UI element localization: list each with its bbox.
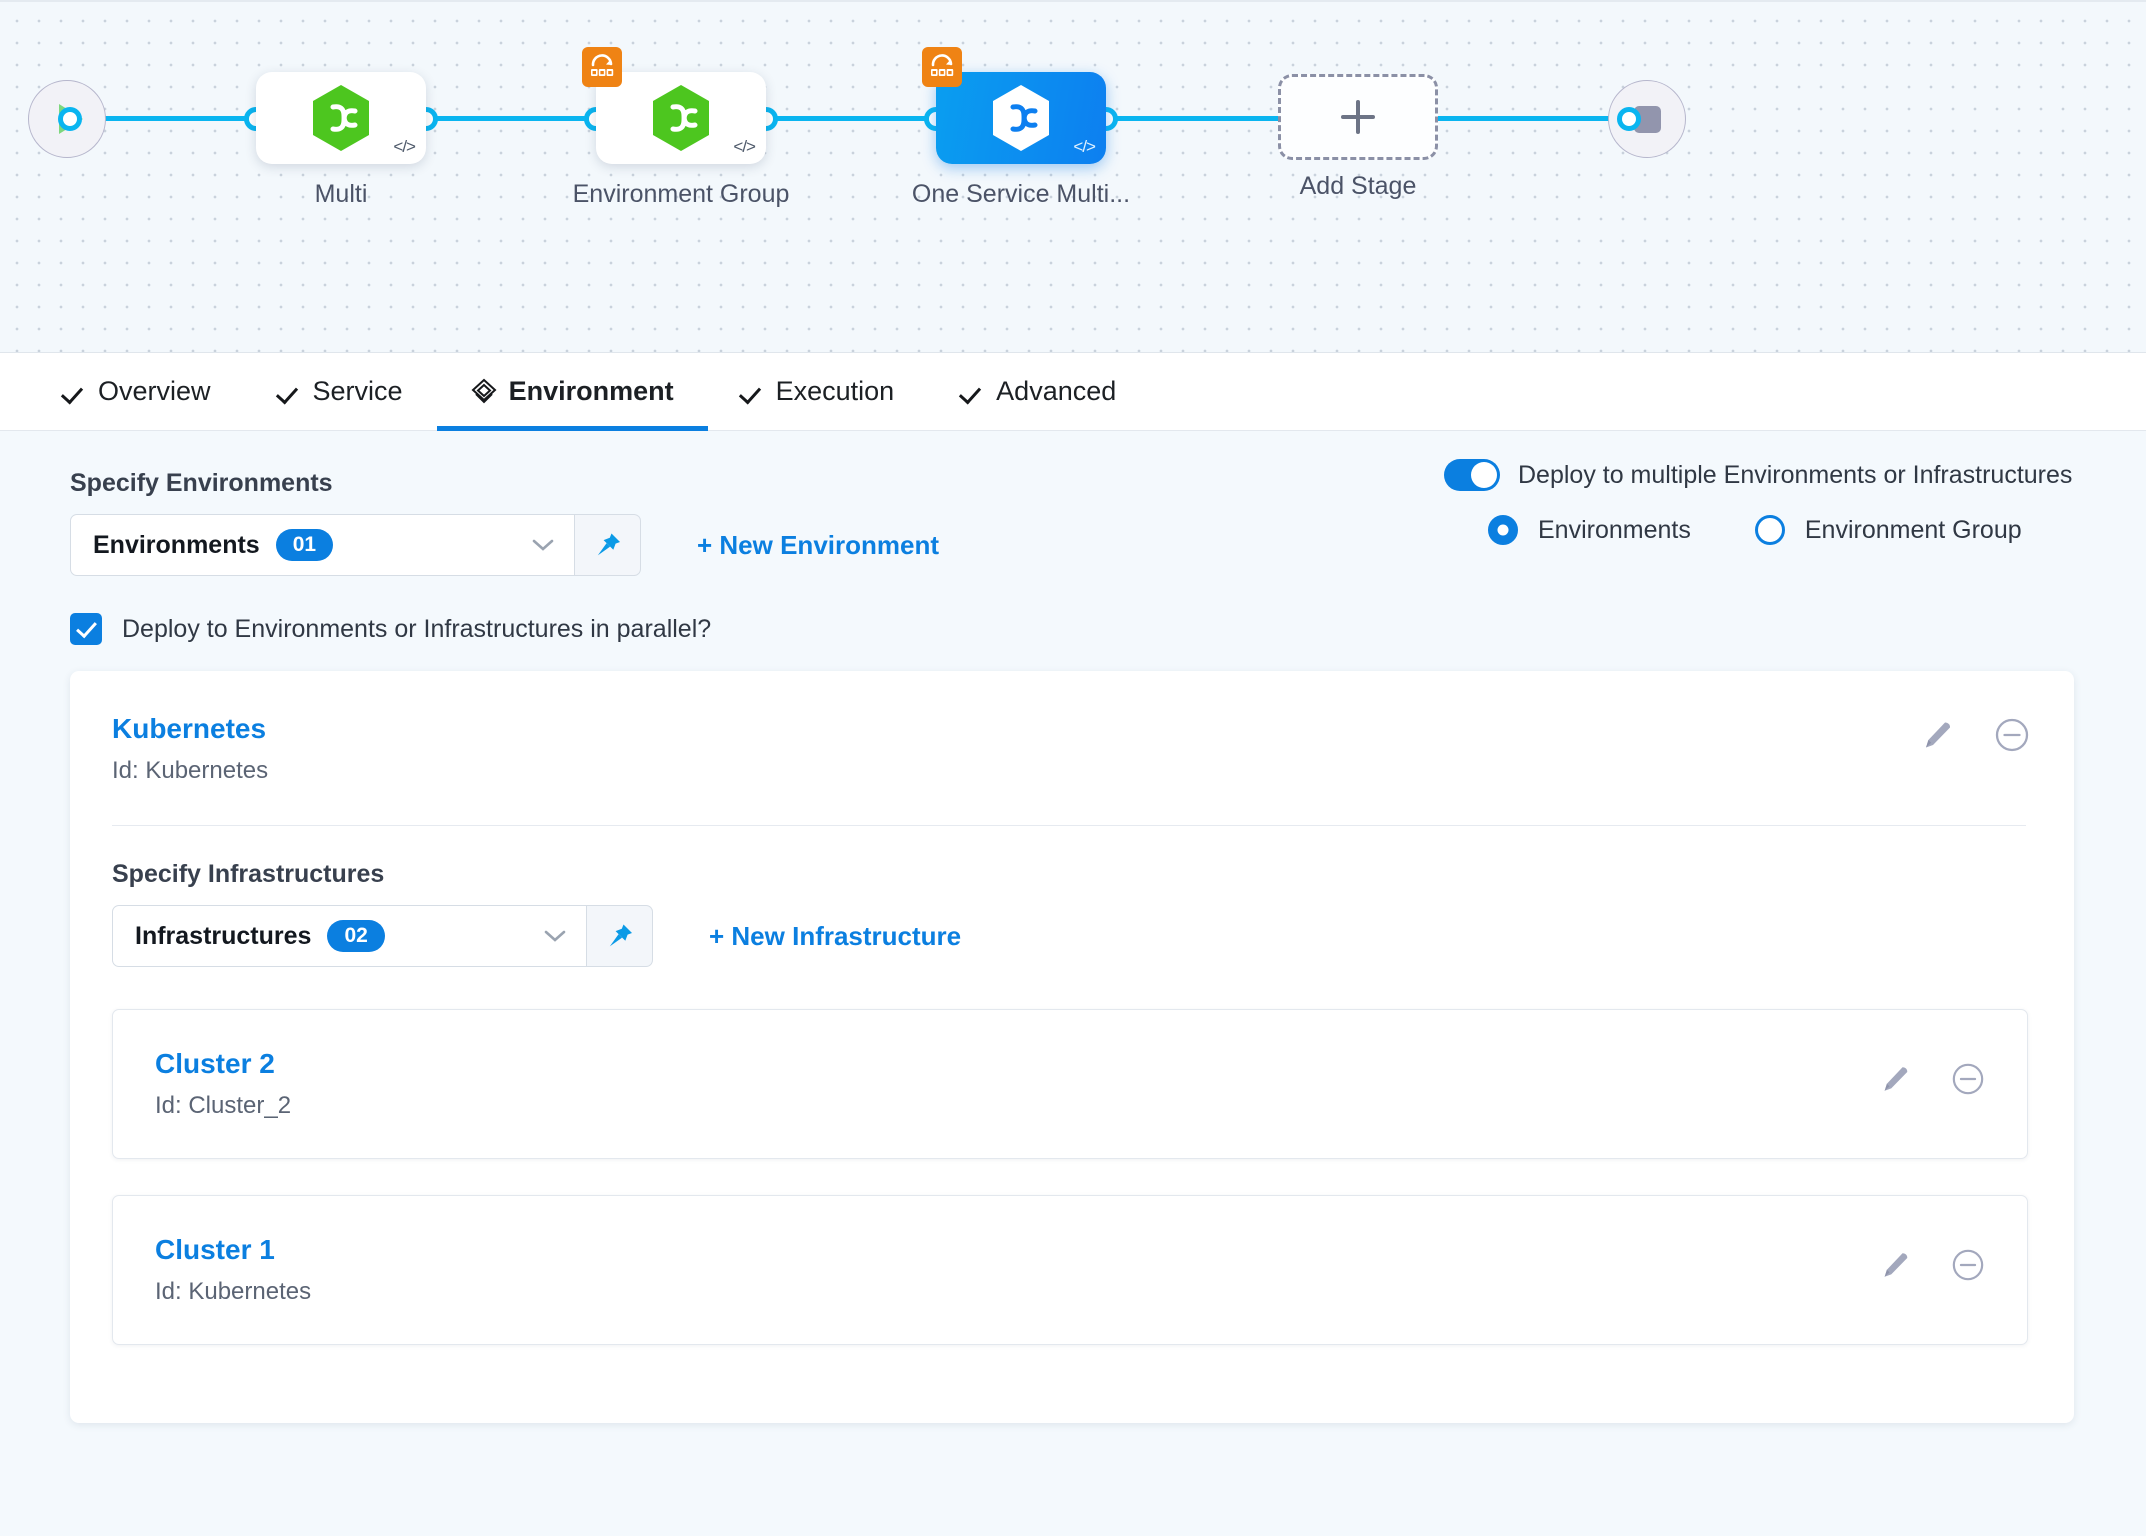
environment-detail-panel: Kubernetes Id: Kubernetes xyxy=(70,671,2074,1423)
infrastructure-card-actions xyxy=(1879,1248,1985,1282)
pipeline-stage-2[interactable]: </> xyxy=(582,47,766,164)
connector-dot xyxy=(1617,107,1641,131)
add-stage-button[interactable] xyxy=(1278,74,1438,160)
tab-overview[interactable]: Overview xyxy=(30,353,245,431)
harness-hexagon-icon xyxy=(653,85,709,151)
environment-name-link[interactable]: Kubernetes xyxy=(112,713,267,744)
check-icon xyxy=(64,381,86,403)
infrastructure-id-text: Id: Kubernetes xyxy=(155,1278,312,1305)
environments-count-badge: 01 xyxy=(275,528,334,562)
card-divider xyxy=(112,825,2026,826)
harness-hexagon-icon xyxy=(313,85,369,151)
specify-infrastructures-section: Specify Infrastructures Infrastructures … xyxy=(70,826,2074,967)
minus-circle-icon xyxy=(1952,1063,1984,1095)
check-icon xyxy=(742,381,764,403)
pin-environments-button[interactable] xyxy=(575,514,641,576)
pin-infrastructures-button[interactable] xyxy=(587,905,653,967)
parallel-deploy-label: Deploy to Environments or Infrastructure… xyxy=(122,614,712,643)
infrastructures-dropdown[interactable]: Infrastructures 02 xyxy=(112,905,587,967)
pipeline-stage-3-selected[interactable]: </> xyxy=(922,47,1106,164)
deploy-options-group: Deploy to multiple Environments or Infra… xyxy=(1444,459,2104,545)
specify-infrastructures-title: Specify Infrastructures xyxy=(112,860,385,888)
new-environment-link[interactable]: + New Environment xyxy=(697,529,939,560)
specify-environments-title: Specify Environments xyxy=(70,469,333,497)
environments-dropdown-label: Environments xyxy=(93,530,260,559)
infrastructures-dropdown-label: Infrastructures xyxy=(135,921,312,950)
pipeline-canvas[interactable]: </> Multi </> Environment Group xyxy=(0,0,2146,353)
chevron-down-icon xyxy=(544,930,566,942)
radio-environments-label: Environments xyxy=(1538,515,1691,544)
tab-advanced[interactable]: Advanced xyxy=(928,353,1150,431)
infrastructure-name-link[interactable]: Cluster 1 xyxy=(155,1234,275,1265)
radio-environment-group-label: Environment Group xyxy=(1804,515,2022,544)
remove-environment-button[interactable] xyxy=(1994,717,2030,753)
deploy-target-radio-group: Environments Environment Group xyxy=(1444,515,2104,545)
multi-deploy-toggle-label: Deploy to multiple Environments or Infra… xyxy=(1518,460,2073,489)
chevron-down-icon xyxy=(532,539,554,551)
infrastructures-count-badge: 02 xyxy=(327,919,385,953)
multi-deploy-badge-icon xyxy=(922,47,962,87)
infrastructure-card-actions xyxy=(1879,1062,1985,1096)
stage-label-1: Multi xyxy=(314,180,368,208)
radio-environment-group[interactable] xyxy=(1754,515,1785,545)
code-icon: </> xyxy=(1073,137,1096,156)
parallel-deploy-row[interactable]: Deploy to Environments or Infrastructure… xyxy=(70,613,711,645)
minus-circle-icon xyxy=(1952,1249,1984,1281)
tab-environment[interactable]: Environment xyxy=(436,353,708,431)
pipeline-connector-line xyxy=(64,116,1664,121)
multi-deploy-toggle[interactable] xyxy=(1444,459,1500,491)
edit-infrastructure-button[interactable] xyxy=(1879,1249,1911,1281)
harness-hexagon-icon xyxy=(993,85,1049,151)
stage-label-2: Environment Group xyxy=(572,180,790,208)
infrastructure-card-1[interactable]: Cluster 2 Id: Cluster_2 xyxy=(112,1009,2028,1159)
edit-environment-button[interactable] xyxy=(1920,718,1954,752)
infrastructure-id-text: Id: Cluster_2 xyxy=(155,1092,292,1119)
infrastructure-card-2[interactable]: Cluster 1 Id: Kubernetes xyxy=(112,1195,2028,1345)
stage-label-3: One Service Multi... xyxy=(911,180,1131,208)
environments-dropdown-group[interactable]: Environments 01 xyxy=(70,514,641,576)
pin-icon xyxy=(597,533,620,556)
connector-dot xyxy=(58,107,82,131)
stage-config-tabs: Overview Service Environment Execution A… xyxy=(0,353,2146,431)
edit-infrastructure-button[interactable] xyxy=(1879,1063,1911,1095)
radio-environments[interactable] xyxy=(1488,515,1518,545)
tab-execution[interactable]: Execution xyxy=(708,353,929,431)
remove-infrastructure-button[interactable] xyxy=(1951,1248,1985,1282)
remove-infrastructure-button[interactable] xyxy=(1951,1062,1985,1096)
check-icon xyxy=(279,381,301,403)
environment-card-actions xyxy=(1920,717,2030,753)
new-infrastructure-link[interactable]: + New Infrastructure xyxy=(709,920,962,951)
multi-deploy-badge-icon xyxy=(582,47,622,87)
environments-dropdown[interactable]: Environments 01 xyxy=(70,514,575,576)
multi-deploy-toggle-row[interactable]: Deploy to multiple Environments or Infra… xyxy=(1444,459,2104,491)
pencil-icon xyxy=(1884,1253,1908,1277)
check-icon xyxy=(962,381,984,403)
tab-service[interactable]: Service xyxy=(245,353,437,431)
infrastructure-name-link[interactable]: Cluster 2 xyxy=(155,1048,275,1079)
minus-circle-icon xyxy=(1995,718,2029,752)
environment-tab-panel: Specify Environments Environments 01 xyxy=(0,431,2146,1536)
pencil-icon xyxy=(1884,1067,1908,1091)
pin-icon xyxy=(609,924,632,947)
layers-diamond-icon xyxy=(471,378,497,403)
code-icon: </> xyxy=(393,137,416,156)
parallel-deploy-checkbox[interactable] xyxy=(70,613,102,645)
pipeline-stage-1[interactable]: </> xyxy=(256,72,426,164)
environment-id-text: Id: Kubernetes xyxy=(112,757,269,784)
pencil-icon xyxy=(1926,722,1951,748)
infrastructures-dropdown-group[interactable]: Infrastructures 02 xyxy=(112,905,653,967)
code-icon: </> xyxy=(733,137,756,156)
specify-environments-section: Specify Environments Environments 01 xyxy=(70,469,1070,576)
add-stage-label: Add Stage xyxy=(1299,172,1417,200)
environment-card-header: Kubernetes Id: Kubernetes xyxy=(70,671,2074,785)
